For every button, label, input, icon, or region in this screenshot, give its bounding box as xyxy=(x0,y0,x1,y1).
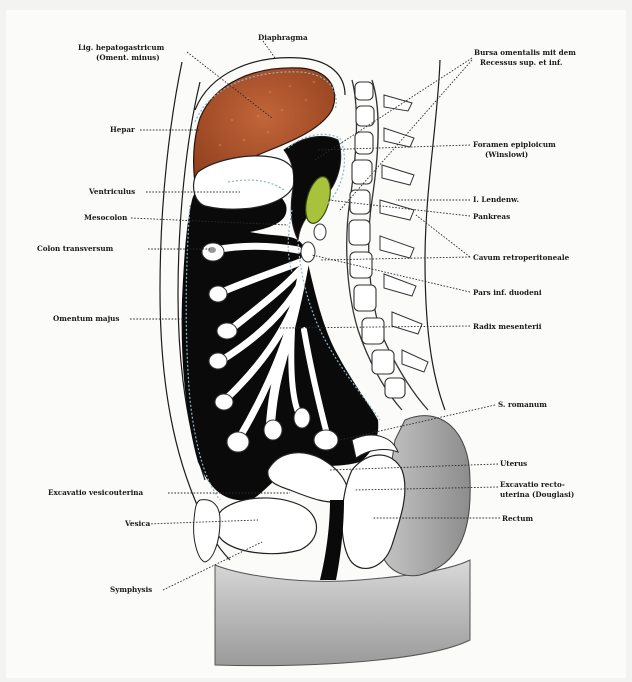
label-foramen-epiploicum: Foramen epiploicum xyxy=(473,140,556,149)
label-uterus: Uterus xyxy=(500,459,527,468)
label-s-romanum: S. romanum xyxy=(498,400,547,409)
label-pars-inf-duodeni: Pars inf. duodeni xyxy=(473,288,542,297)
label-lendenw: I. Lendenw. xyxy=(473,195,519,204)
label-omentum-majus: Omentum majus xyxy=(53,314,119,323)
label-hepar: Hepar xyxy=(110,125,135,134)
label-excavatio-vesicouterina: Excavatio vesicouterina xyxy=(48,488,144,497)
label-lig-hepatogastricum: Lig. hepatogastricum xyxy=(78,43,165,52)
label-colon-transversum: Colon transversum xyxy=(37,244,114,253)
label-symphysis: Symphysis xyxy=(110,585,152,594)
symphysis-bone xyxy=(194,500,220,562)
vagina xyxy=(320,500,344,580)
label-lig-hepatogastricum-sub: (Oment. minus) xyxy=(96,53,160,62)
label-pankreas: Pankreas xyxy=(473,212,510,221)
label-excavatio-rectouterina-sub: uterina (Douglasi) xyxy=(500,490,574,499)
colon-transversum xyxy=(208,247,216,253)
label-excavatio-rectouterina: Excavatio recto- xyxy=(500,480,565,489)
bladder xyxy=(215,498,316,554)
label-vesica: Vesica xyxy=(124,519,151,528)
label-ventriculus: Ventriculus xyxy=(88,187,135,196)
s-romanum xyxy=(352,435,398,458)
thigh-shape xyxy=(215,560,470,666)
label-cavum-retroperitoneale: Cavum retroperitoneale xyxy=(473,253,570,262)
label-bursa-omentalis: Bursa omentalis mit dem xyxy=(474,48,576,57)
label-radix-mesenterii: Radix mesenterii xyxy=(473,322,542,331)
label-foramen-epiploicum-sub: (Winslowi) xyxy=(485,150,528,159)
spine xyxy=(347,80,428,410)
label-rectum: Rectum xyxy=(502,514,533,523)
label-bursa-omentalis-sub: Recessus sup. et inf. xyxy=(480,58,562,67)
label-mesocolon: Mesocolon xyxy=(84,213,128,222)
label-diaphragma: Diaphragma xyxy=(258,33,308,42)
duodenum xyxy=(301,224,326,262)
